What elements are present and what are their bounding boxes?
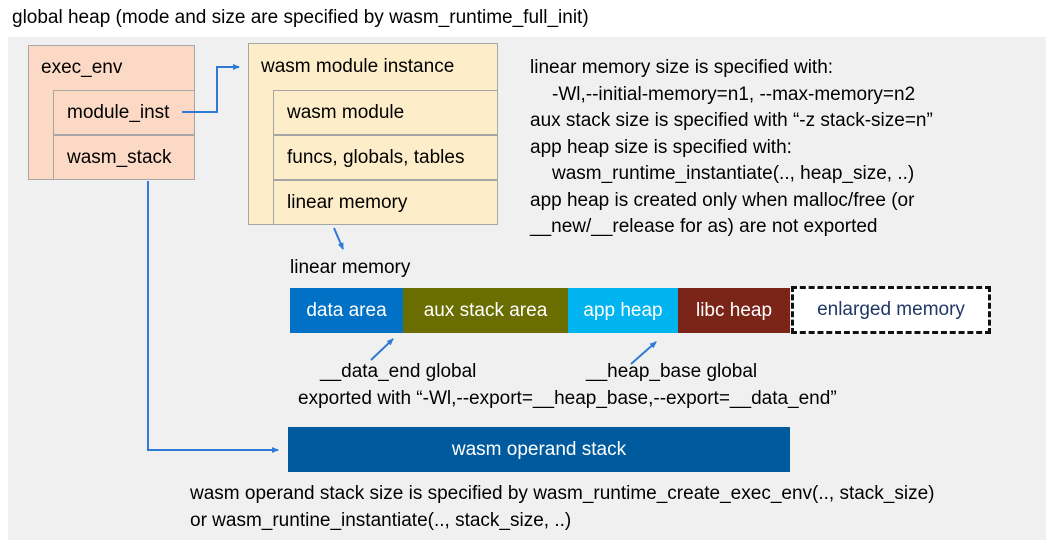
segment-app-heap: app heap: [568, 288, 678, 333]
diagram-title: global heap (mode and size are specified…: [12, 7, 589, 28]
note-line: linear memory size is specified with:: [530, 57, 834, 78]
module-instance-label: wasm module instance: [261, 55, 455, 77]
note-line: or wasm_runtine_instantiate(.., stack_si…: [190, 510, 572, 531]
note-line: __new/__release for as) are not exported: [530, 216, 878, 237]
wasm-stack-box: wasm_stack: [53, 135, 195, 180]
note-line: -Wl,--initial-memory=n1, --max-memory=n2: [552, 83, 916, 105]
note-line: wasm operand stack size is specified by …: [190, 483, 935, 504]
linear-memory-row-label: linear memory: [287, 191, 408, 213]
segment-libc-heap: libc heap: [678, 288, 790, 333]
note-line: app heap size is specified with:: [530, 136, 792, 158]
note-line: wasm_runtime_instantiate(.., heap_size, …: [552, 163, 915, 184]
note-line: aux stack size is specified with “-z sta…: [530, 110, 933, 131]
exec-env-header: exec_env: [28, 45, 195, 90]
operand-stack-notes: wasm operand stack size is specified by …: [190, 480, 935, 534]
exec-env-label: exec_env: [41, 56, 123, 78]
module-inst-label: module_inst: [67, 101, 170, 123]
funcs-globals-tables-box: funcs, globals, tables: [273, 135, 498, 180]
wasm-operand-stack-bar: wasm operand stack: [288, 427, 790, 472]
heap-base-global-label: __heap_base global: [586, 361, 758, 382]
module-inst-box: module_inst: [53, 90, 195, 135]
note-line: app heap is created only when malloc/fre…: [530, 189, 915, 211]
segment-enlarged-memory: enlarged memory: [791, 286, 991, 334]
wasm-module-label: wasm module: [287, 101, 405, 123]
linear-memory-bar-label: linear memory: [290, 257, 411, 278]
segment-aux-stack-area: aux stack area: [403, 288, 568, 333]
data-end-global-label: __data_end global: [320, 361, 477, 382]
segment-data-area: data area: [290, 288, 403, 333]
wasm-stack-label: wasm_stack: [67, 146, 172, 168]
module-instance-header: wasm module instance: [248, 43, 498, 90]
linear-memory-box: linear memory: [273, 180, 498, 225]
linear-memory-notes: linear memory size is specified with: -W…: [530, 55, 933, 241]
funcs-globals-tables-label: funcs, globals, tables: [287, 146, 465, 168]
exported-with-label: exported with “-Wl,--export=__heap_base,…: [298, 388, 837, 409]
wasm-module-box: wasm module: [273, 90, 498, 135]
